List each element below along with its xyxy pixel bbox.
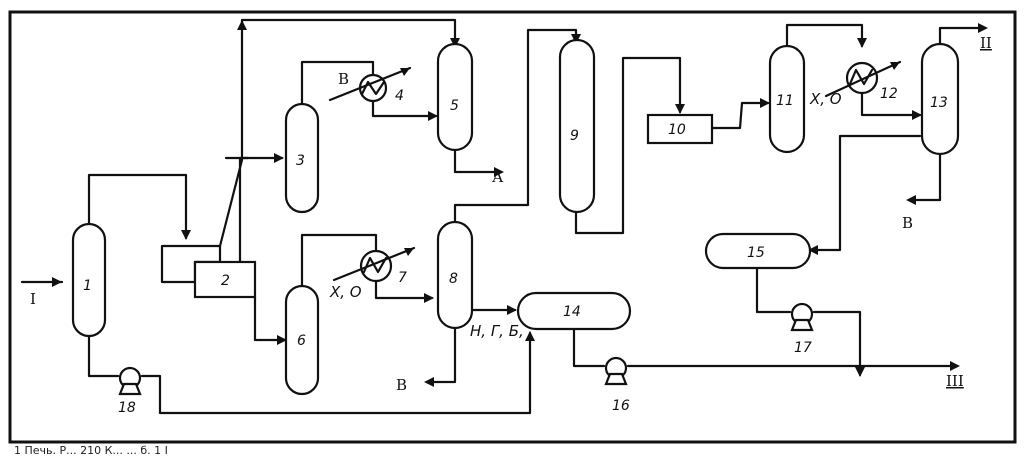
label-18: 18 (118, 400, 136, 416)
furnace-2 (193, 260, 257, 299)
label-16: 16 (612, 398, 630, 414)
label-14: 14 (563, 304, 581, 320)
pipelines (20, 18, 984, 415)
stream-xa-7: Х, О (329, 283, 362, 301)
column-5 (436, 42, 474, 152)
pump-16 (604, 356, 628, 386)
label-2: 2 (221, 273, 230, 289)
receiver-15 (704, 232, 812, 270)
stream-b-out-13: В (902, 214, 913, 232)
heat-exchanger-4 (328, 66, 412, 103)
label-6: 6 (297, 333, 306, 349)
label-7: 7 (398, 270, 407, 286)
caption-fragment: 1 Печь. Р... 210 К... ... б. 1 I (14, 444, 168, 456)
pump-17 (790, 302, 814, 332)
heat-exchanger-7 (332, 246, 416, 283)
label-3: 3 (296, 153, 305, 169)
label-8: 8 (449, 271, 458, 287)
stream-out-ii: II (980, 34, 992, 52)
stream-b-out-8: В (396, 376, 407, 394)
arrowheads (52, 20, 988, 387)
diagram-frame (8, 10, 1017, 444)
label-1: 1 (83, 278, 92, 294)
stream-nge: Н, Г, Б, (470, 322, 524, 340)
stream-xa-12: Х, О (809, 90, 842, 108)
column-3 (284, 102, 320, 214)
column-1 (71, 222, 107, 338)
label-13: 13 (930, 95, 948, 111)
label-12: 12 (880, 86, 898, 102)
column-6 (284, 284, 320, 396)
stream-out-iii: III (946, 372, 964, 390)
stream-feed-i: I (30, 290, 36, 308)
column-13 (920, 42, 960, 156)
label-10: 10 (668, 122, 686, 138)
label-4: 4 (395, 88, 404, 104)
stream-b-in-4: В (338, 70, 349, 88)
stream-a-out: А (492, 168, 504, 186)
label-17: 17 (794, 340, 812, 356)
collector-14 (516, 291, 632, 331)
column-11 (768, 44, 806, 154)
label-9: 9 (570, 128, 579, 144)
column-8 (436, 220, 474, 330)
pump-18 (118, 366, 142, 396)
label-15: 15 (747, 245, 765, 261)
label-11: 11 (776, 93, 794, 109)
heat-exchanger-12 (824, 60, 902, 98)
unit-10 (646, 113, 714, 145)
column-9 (558, 38, 596, 214)
label-5: 5 (450, 98, 459, 114)
